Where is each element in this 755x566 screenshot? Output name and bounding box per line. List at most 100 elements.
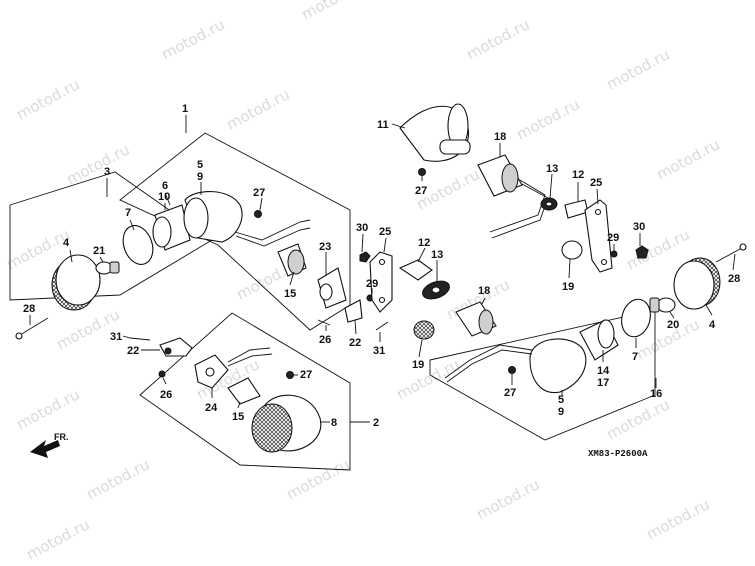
watermark: motod.ru: [473, 475, 542, 523]
plate-hole: [378, 258, 386, 266]
callout-25: 25: [379, 226, 391, 238]
wire-harness: [235, 227, 311, 247]
leader-line: [418, 339, 423, 358]
leader-line: [705, 304, 713, 316]
gasket-ring-part-7: [621, 298, 651, 338]
callout-26: 26: [319, 334, 331, 346]
leader-lines: [29, 115, 736, 423]
callout-12: 12: [572, 169, 584, 181]
watermark: motod.ru: [63, 140, 132, 188]
group-3-outline: [9, 171, 213, 301]
callout-10: 10: [158, 191, 170, 203]
callout-30: 30: [633, 221, 645, 233]
bolt-part-26: [317, 319, 331, 326]
callout-6: 6: [162, 180, 168, 192]
callout-15: 15: [232, 411, 244, 423]
callout-25: 25: [590, 177, 602, 189]
nut-part-30: [359, 251, 371, 263]
leader-line: [99, 256, 104, 263]
watermark: motod.ru: [158, 15, 227, 63]
watermark: motod.ru: [53, 305, 122, 353]
grommet-hole: [431, 286, 441, 294]
callout-15: 15: [284, 288, 296, 300]
callout-3: 3: [104, 166, 110, 178]
callout-26: 26: [160, 389, 172, 401]
left-lower-assembly: [129, 337, 322, 453]
callout-31: 31: [110, 331, 122, 343]
watermark: motod.ru: [653, 135, 722, 183]
callout-13: 13: [431, 249, 443, 261]
direction-label: FR.: [54, 432, 69, 442]
bolt-part-31: [375, 321, 389, 331]
callout-7: 7: [125, 207, 131, 219]
leader-line: [69, 249, 73, 263]
left-mount-parts: [277, 243, 393, 331]
wire-harness: [227, 347, 271, 363]
group-16-outline: [429, 309, 656, 441]
watermark: motod.ru: [513, 95, 582, 143]
bracket-hole: [319, 283, 333, 301]
screw-head: [15, 332, 23, 340]
right-lower-assembly: [444, 243, 747, 394]
callout-labels: 1 3 5 9 6 10 7 27 4 21 28 23 15 30 25 29…: [23, 103, 740, 429]
wire-harness: [234, 219, 311, 241]
watermark: motod.ru: [463, 15, 532, 63]
front-direction-indicator: FR.: [30, 432, 69, 458]
watermark: motod.ru: [298, 0, 367, 24]
callout-27: 27: [504, 387, 516, 399]
callout-9: 9: [197, 171, 203, 183]
lamp-neck: [439, 139, 471, 155]
clamp-part-22: [159, 337, 193, 357]
leader-line: [383, 237, 387, 253]
watermark: motod.ru: [643, 495, 712, 543]
leader-line: [596, 188, 599, 205]
leader-line: [164, 192, 171, 206]
callout-24: 24: [205, 402, 218, 414]
gasket-ring-part-7: [122, 225, 154, 265]
callout-7: 7: [632, 351, 638, 363]
callout-27: 27: [253, 187, 265, 199]
bracket-hole: [594, 208, 602, 216]
callout-11: 11: [377, 119, 389, 131]
callout-29: 29: [366, 278, 378, 290]
nut-part-30: [635, 245, 649, 259]
screw-part-27: [508, 366, 516, 374]
callout-20: 20: [667, 319, 679, 331]
leader-line: [237, 401, 241, 409]
right-mount-parts: [398, 259, 497, 340]
callout-5: 5: [558, 394, 564, 406]
plate-hole: [378, 296, 386, 304]
cap-part-19: [561, 240, 583, 260]
callout-22: 22: [349, 337, 361, 349]
screw-part-27: [286, 371, 294, 379]
leader-line: [361, 233, 364, 253]
callout-19: 19: [412, 359, 424, 371]
callout-21: 21: [93, 245, 105, 257]
stem-part-15: [227, 377, 261, 405]
bracket-hole: [205, 367, 215, 377]
callout-13: 13: [546, 163, 558, 175]
watermark: motod.ru: [283, 455, 352, 503]
watermark: motod.ru: [83, 455, 152, 503]
stem-end: [501, 163, 519, 193]
bulb-base: [649, 297, 660, 313]
case-mouth: [183, 197, 209, 239]
leader-line: [354, 319, 357, 335]
callout-5: 5: [197, 159, 203, 171]
callout-8: 8: [331, 417, 337, 429]
callout-4: 4: [63, 237, 70, 249]
grommet-hole: [545, 201, 553, 207]
callout-2: 2: [373, 417, 379, 429]
stem-end: [478, 309, 494, 335]
callout-19: 19: [562, 281, 574, 293]
clamp-part-22: [344, 299, 363, 323]
wire-harness: [227, 353, 273, 367]
leader-line: [549, 173, 553, 199]
watermark: motod.ru: [393, 355, 462, 403]
callout-31: 31: [373, 345, 385, 357]
callout-28: 28: [23, 303, 35, 315]
callout-30: 30: [356, 222, 368, 234]
watermark: motod.ru: [23, 515, 92, 563]
bolt-part-26: [158, 370, 166, 378]
plate-part-25: [369, 251, 393, 313]
